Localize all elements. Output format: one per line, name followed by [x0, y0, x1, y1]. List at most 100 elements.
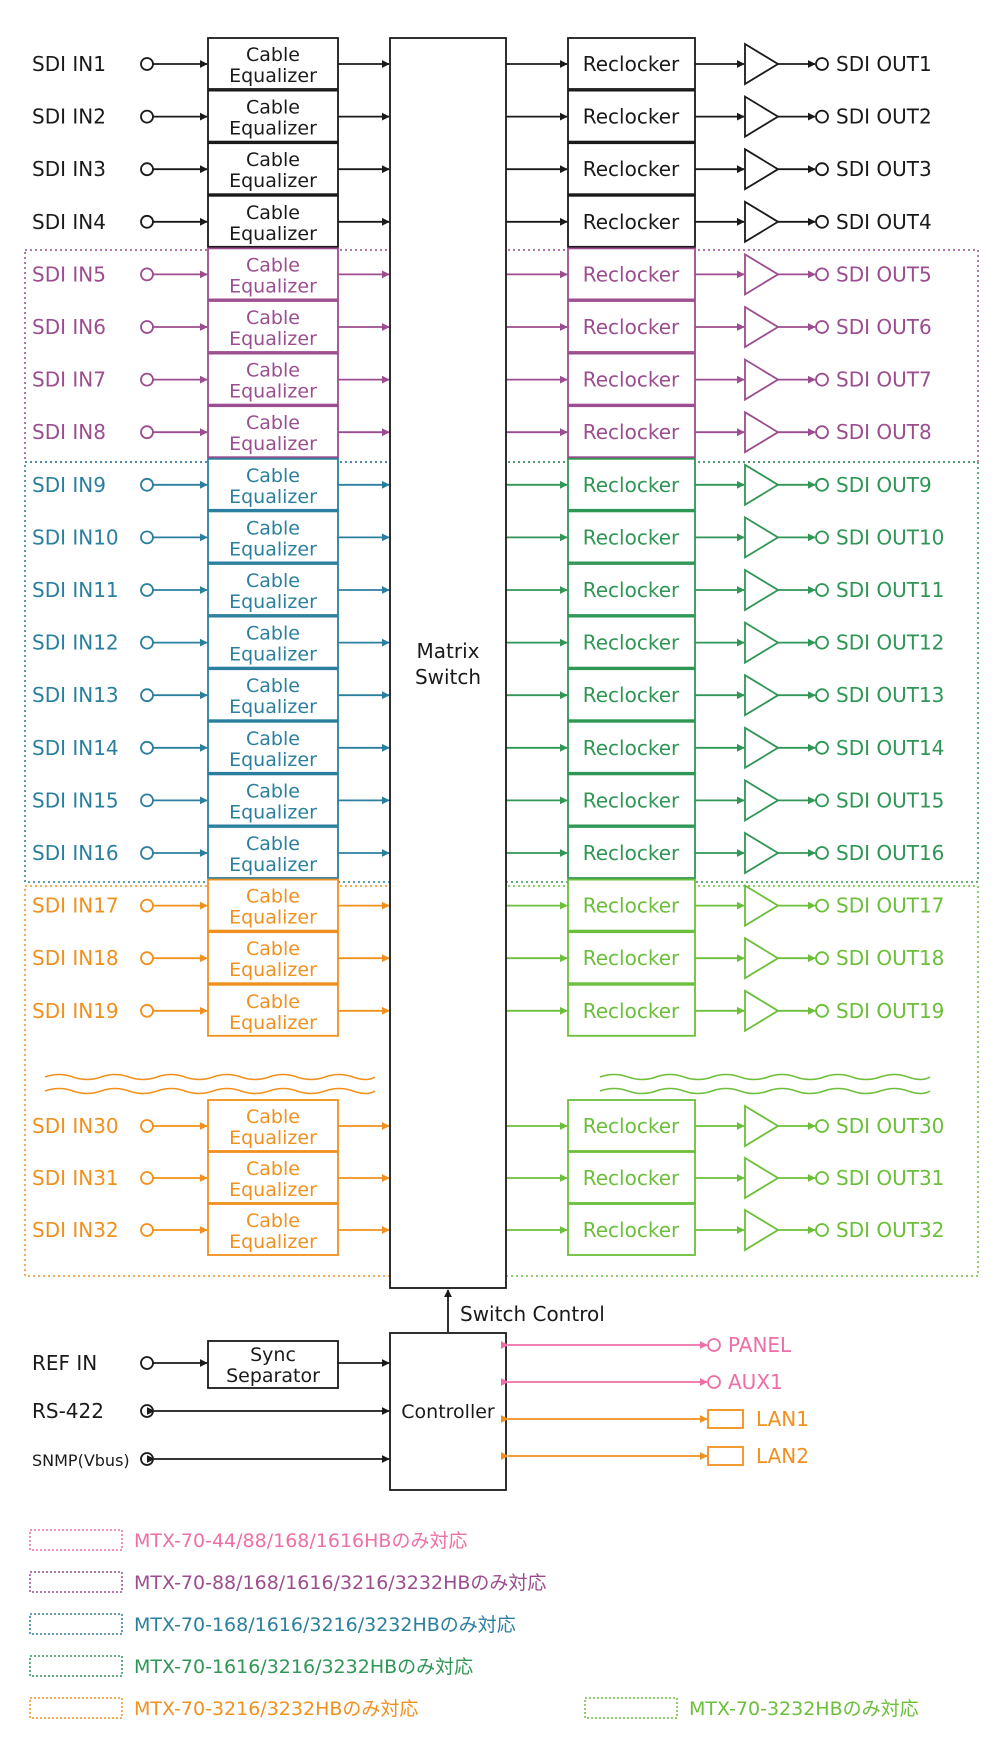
- cable-equalizer-box: [207, 615, 339, 669]
- output-label: SDI OUT1: [836, 52, 932, 76]
- reclocker-label: Reclocker: [583, 894, 680, 918]
- legend-swatch: [29, 1697, 123, 1719]
- reclocker-label: Reclocker: [583, 1166, 680, 1190]
- port-label: LAN2: [756, 1444, 809, 1468]
- input-connector: [140, 214, 154, 229]
- cable-equalizer-label-1: Cable: [246, 44, 300, 66]
- output-label: SDI OUT15: [836, 788, 944, 812]
- reclocker-label: Reclocker: [583, 578, 680, 602]
- line-driver-triangle: [744, 1104, 780, 1148]
- output-connector: [815, 109, 829, 124]
- cable-equalizer-box: [207, 37, 339, 90]
- reclocker-label: Reclocker: [583, 105, 680, 129]
- line-driver-triangle: [744, 1208, 780, 1252]
- output-label: SDI OUT18: [836, 946, 944, 970]
- input-connector: [140, 1171, 154, 1185]
- reclocker-label: Reclocker: [583, 1218, 680, 1242]
- line-driver-triangle: [744, 726, 780, 770]
- input-label: SDI IN19: [32, 999, 119, 1023]
- switch-control-label: Switch Control: [460, 1302, 605, 1326]
- reclocker-label: Reclocker: [583, 368, 680, 392]
- cable-equalizer-label-2: Equalizer: [229, 1127, 317, 1149]
- cable-equalizer-box: [207, 300, 339, 353]
- cable-equalizer-label-2: Equalizer: [229, 1231, 317, 1253]
- cable-equalizer-box: [207, 194, 339, 248]
- line-driver-triangle: [744, 778, 780, 822]
- legend-entry: MTX-70-3216/3232HBのみ対応: [29, 1697, 418, 1720]
- input-label: SDI IN30: [32, 1114, 119, 1138]
- output-connector: [815, 740, 829, 755]
- input-label: SDI IN17: [32, 894, 119, 918]
- cable-equalizer-label-2: Equalizer: [229, 538, 317, 560]
- port-connector: [707, 1338, 721, 1352]
- input-connector: [140, 530, 154, 545]
- wave-in-1: [44, 1073, 376, 1081]
- input-label: SDI IN11: [32, 578, 119, 602]
- sync-separator-box: [207, 1340, 339, 1389]
- legend-entry: MTX-70-3232HBのみ対応: [584, 1697, 919, 1720]
- line-driver-triangle: [744, 42, 780, 86]
- legend-label: MTX-70-88/168/1616/3216/3232HBのみ対応: [134, 1572, 546, 1594]
- line-driver-triangle: [744, 358, 780, 402]
- output-connector: [815, 267, 829, 282]
- cable-equalizer-label-1: Cable: [246, 1210, 300, 1232]
- line-driver-triangle: [744, 621, 780, 665]
- cable-equalizer-label-2: Equalizer: [229, 433, 317, 455]
- legend-entry: MTX-70-88/168/1616/3216/3232HBのみ対応: [29, 1571, 546, 1594]
- input-label: SDI IN14: [32, 736, 119, 760]
- matrix-switch-box: [389, 37, 507, 1289]
- legend-entry: MTX-70-44/88/168/1616HBのみ対応: [29, 1529, 467, 1552]
- legend-entry: MTX-70-1616/3216/3232HBのみ対応: [29, 1655, 473, 1678]
- input-label: SDI IN31: [32, 1166, 119, 1190]
- output-label: SDI OUT31: [836, 1166, 944, 1190]
- input-label: SDI IN16: [32, 841, 119, 865]
- controller-port-row: LAN1: [500, 1407, 809, 1431]
- output-label: SDI OUT19: [836, 999, 944, 1023]
- input-connector: [140, 740, 154, 755]
- output-connector: [815, 320, 829, 334]
- cable-equalizer-label-2: Equalizer: [229, 1012, 317, 1034]
- input-label: SDI IN13: [32, 683, 119, 707]
- cable-equalizer-label-2: Equalizer: [229, 486, 317, 508]
- input-label: SDI IN3: [32, 157, 106, 181]
- controller-port-row: LAN2: [500, 1444, 809, 1468]
- port-label: PANEL: [728, 1333, 792, 1357]
- input-label: SDI IN10: [32, 525, 119, 549]
- reclocker-box: [567, 194, 696, 248]
- reclocker-label: Reclocker: [583, 736, 680, 760]
- input-connector: [140, 162, 154, 177]
- reclocker-label: Reclocker: [583, 52, 680, 76]
- reclocker-label: Reclocker: [583, 999, 680, 1023]
- cable-equalizer-label-1: Cable: [246, 360, 300, 382]
- cable-equalizer-label-2: Equalizer: [229, 854, 317, 876]
- input-label: SDI IN2: [32, 105, 106, 129]
- reclocker-label: Reclocker: [583, 262, 680, 286]
- cable-equalizer-label-2: Equalizer: [229, 591, 317, 613]
- reclocker-box: [567, 1151, 696, 1204]
- output-connector: [815, 1003, 829, 1018]
- reclocker-label: Reclocker: [583, 1114, 680, 1138]
- reclocker-box: [567, 615, 696, 669]
- reclocker-box: [567, 300, 696, 353]
- input-label: SDI IN4: [32, 210, 106, 234]
- output-connector: [815, 477, 829, 492]
- reclocker-box: [567, 37, 696, 90]
- cable-equalizer-label-1: Cable: [246, 307, 300, 329]
- output-connector: [815, 214, 829, 229]
